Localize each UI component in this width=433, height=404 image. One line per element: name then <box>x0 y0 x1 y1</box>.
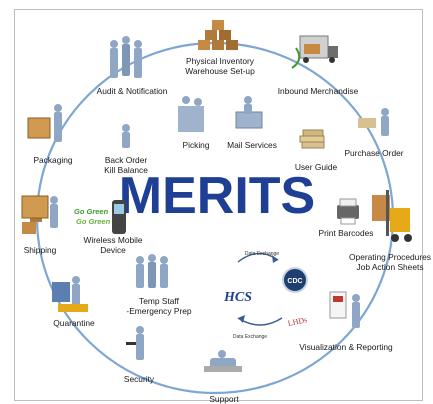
back-order-figure-icon <box>122 124 130 148</box>
forklift-icon <box>372 190 412 242</box>
mail-services-figure-icon <box>235 96 263 129</box>
node-label-physical-inventory: Physical Inventory Warehouse Set-up <box>185 56 255 76</box>
node-label-quarantine: Quarantine <box>53 318 95 328</box>
node-label-picking: Picking <box>182 140 210 150</box>
data-exchange-arrow-bottom <box>237 317 283 326</box>
node-label-temp-staff: Temp Staff -Emergency Prep <box>126 296 192 316</box>
node-label-operating-procedures: Operating Procedures Job Action Sheets <box>349 252 431 272</box>
printer-icon <box>337 198 359 225</box>
node-label-print-barcodes: Print Barcodes <box>318 228 374 238</box>
node-label-mail-services: Mail Services <box>227 140 277 150</box>
go-green-text: Go Green <box>74 207 109 216</box>
svg-text:CDC: CDC <box>287 278 302 285</box>
node-label-security: Security <box>123 374 155 384</box>
data-exchange-label-top: Data Exchange <box>244 251 280 257</box>
node-label-audit-notification: Audit & Notification <box>96 86 168 96</box>
node-label-visualization-reporting: Visualization & Reporting <box>299 342 393 352</box>
node-label-support: Support <box>209 394 239 404</box>
mobile-device-icon <box>112 200 126 234</box>
node-label-wireless-mobile: Wireless Mobile Device <box>83 235 143 255</box>
node-label-user-guide: User Guide <box>294 162 338 172</box>
books-icon <box>299 129 325 149</box>
security-figure-icon <box>126 326 144 360</box>
picking-figure-icon <box>178 96 204 132</box>
cdc-logo-icon <box>282 267 308 293</box>
node-label-back-order: Back Order Kill Balance <box>104 155 148 175</box>
node-label-inbound-merchandise: Inbound Merchandise <box>277 86 359 96</box>
lhds-logo: LHDs <box>287 315 308 328</box>
temp-staff-figure-icon <box>136 254 168 288</box>
quarantine-figure-icon <box>52 276 88 312</box>
audit-group-figure-icon <box>110 36 142 78</box>
node-label-packaging: Packaging <box>33 155 73 165</box>
go-green-text: Go Green <box>76 217 111 226</box>
node-label-shipping: Shipping <box>23 245 57 255</box>
truck-icon <box>291 35 338 69</box>
reporting-figure-icon <box>329 291 360 328</box>
node-label-purchase-order: Purchase Order <box>344 148 404 158</box>
packaging-figure-icon <box>27 104 62 142</box>
support-figure-icon <box>204 350 242 372</box>
purchase-order-figure-icon <box>358 108 389 136</box>
hcs-logo: HCS <box>223 290 252 305</box>
boxes-icon <box>198 20 238 50</box>
data-exchange-label-bottom: Data Exchange <box>232 334 268 340</box>
shipping-figure-icon <box>21 195 58 234</box>
merits-title: MERITS <box>119 167 315 225</box>
